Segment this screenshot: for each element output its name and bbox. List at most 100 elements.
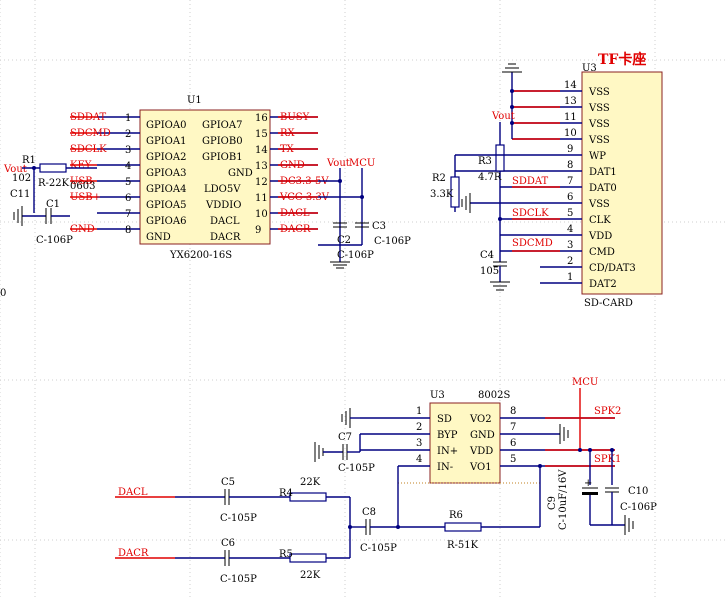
u1-pin-num: 9	[255, 225, 261, 236]
amp-support-network: C7 C-105P MCU + C9 C-10uF/16V C10 C-106P	[314, 377, 657, 535]
u1-pin-name: GPIOA7	[202, 120, 242, 131]
sd-pin-name: DAT2	[589, 279, 617, 290]
sd-pin-num: 13	[564, 96, 577, 107]
c6-ref: C6	[221, 538, 235, 549]
u1-pin-num: 7	[125, 209, 131, 220]
r2-value: 3.3K	[430, 189, 454, 200]
u1-pin-num: 14	[255, 145, 268, 156]
sd-pin-name: CD/DAT3	[589, 263, 636, 274]
u1-ref: U1	[187, 95, 202, 106]
u1-pin-name: GPIOA1	[146, 136, 186, 147]
u1-pin-name: GPIOA6	[146, 216, 186, 227]
u1-pin-num: 15	[255, 129, 268, 140]
amp-pin-name: BYP	[437, 430, 458, 441]
amplifier-chip: U3 8002S 1 2 3 4 SD BYP IN+ IN- 8 7	[360, 390, 621, 484]
u1-pin-name: GND	[228, 168, 253, 179]
net-label-tx: TX	[280, 144, 295, 155]
net-label-rx: RX	[280, 128, 296, 139]
r1-package: 0603	[70, 181, 95, 192]
sd-ground-symbol	[502, 63, 522, 80]
sd-pin-num: 11	[564, 112, 577, 123]
u1-pin-num: 12	[255, 177, 268, 188]
amp-part: 8002S	[478, 390, 510, 401]
c11-ref: C11	[10, 189, 30, 200]
amp-pin-num: 3	[416, 438, 422, 449]
r2-ref: R2	[432, 173, 446, 184]
u1-pin-name: GPIOB0	[202, 136, 243, 147]
sd-pin-name: DAT1	[589, 167, 617, 178]
c7-value: C-105P	[338, 463, 375, 474]
c2-value: C-106P	[337, 250, 374, 261]
vout-label: Vout	[491, 111, 515, 122]
amp-pin-name: IN+	[437, 446, 458, 457]
u1-pin-name: GPIOB1	[202, 152, 243, 163]
sd-pin-name: VSS	[588, 103, 610, 114]
r4-value: 22K	[300, 477, 321, 488]
amp-pin-name: IN-	[437, 462, 453, 473]
u1-pin-num: 10	[255, 209, 268, 220]
u1-pin-name: DACR	[210, 232, 241, 243]
net-label-sddat: SDDAT	[70, 112, 107, 123]
net-label-sddat: SDDAT	[512, 176, 549, 187]
c9-ref: C9	[547, 496, 558, 510]
u1-supply-decoupling: Vout MCU C2 C-106P C3 C-106P	[318, 158, 411, 269]
dac-input-network: DACL C5 C-105P R4 22K DACR C6 C-105P R5 …	[115, 464, 542, 585]
u1-pin-num: 5	[125, 177, 131, 188]
u1-pin-name: GND	[146, 232, 171, 243]
u1-decoder-chip: U1 YX6200-16S 1 2 3 4 5 6 7 8	[70, 95, 330, 261]
sd-pin-num: 2	[567, 256, 573, 267]
sd-card-pins: 14 13 11 10 9 8 7 6 5 4 3 2 1 VSS VSS VS…	[455, 80, 636, 290]
amp-left-pins: 1 2 3 4 SD BYP IN+ IN-	[360, 406, 458, 473]
u1-pin-name: GPIOA4	[146, 184, 186, 195]
net-label-sdclk: SDCLK	[70, 144, 107, 155]
amp-pin-num: 1	[416, 406, 422, 417]
sd-pin-num: 1	[567, 272, 573, 283]
sd-card-socket: TF卡座 U3 SD-CARD	[430, 51, 663, 309]
sd-pin-num: 4	[567, 224, 573, 235]
dacr-label: DACR	[118, 548, 149, 559]
c1-ref: C1	[46, 199, 60, 210]
net-label-usb-plus: USB+	[70, 192, 101, 203]
r3-ref: R3	[478, 156, 492, 167]
u1-pin-num: 16	[255, 113, 268, 124]
amp-pin-name: SD	[437, 414, 452, 425]
vout-label: Vout	[326, 158, 350, 169]
u1-pin-name: DACL	[210, 216, 240, 227]
r5-ref: R5	[279, 549, 293, 560]
u1-pin-num: 8	[125, 225, 131, 236]
c4-value: 105	[480, 266, 499, 277]
sd-card-part: SD-CARD	[584, 298, 633, 309]
c8-ref: C8	[362, 507, 376, 518]
spk1-label: SPK1	[594, 454, 621, 465]
net-label-sdclk: SDCLK	[512, 208, 549, 219]
c7-ref: C7	[338, 432, 352, 443]
net-label-gnd: GND	[280, 160, 305, 171]
u1-pin-num: 13	[255, 161, 268, 172]
sd-pin-name: CMD	[589, 247, 615, 258]
u1-pin-num: 3	[125, 145, 131, 156]
sd-pin-name: WP	[589, 151, 606, 162]
amp-pin-num: 4	[416, 454, 422, 465]
r3-value: 4.7R	[478, 172, 502, 183]
dacl-label: DACL	[118, 487, 148, 498]
net-label-usb-minus: USB-	[70, 176, 96, 187]
sd-pin-name: VSS	[588, 119, 610, 130]
c11-value: 102	[12, 173, 31, 184]
sd-pin-name: DAT0	[589, 183, 617, 194]
key-input-network: Vout R1 102 R-22K 0603 C11 C1 C-106P	[3, 155, 97, 246]
sd-pin-num: 6	[567, 192, 573, 203]
u1-pin-num: 11	[255, 193, 268, 204]
sd-pin-num: 9	[567, 144, 573, 155]
sd-pin-name: VSS	[588, 199, 610, 210]
u1-right-pins: 16 15 14 13 12 11 10 9 GPIOA7 GPIOB0 GPI…	[202, 112, 330, 243]
net-label-dacr: DACR	[280, 224, 311, 235]
net-label-sdcmd: SDCMD	[70, 128, 111, 139]
r4-ref: R4	[279, 488, 293, 499]
u1-pin-name: GPIOA2	[146, 152, 186, 163]
sd-card-title: TF卡座	[598, 51, 646, 68]
sd-pin-num: 5	[567, 208, 573, 219]
net-label-key: KEY	[70, 160, 92, 171]
polarity-mark: +	[584, 478, 592, 489]
amp-ref: U3	[430, 390, 445, 401]
